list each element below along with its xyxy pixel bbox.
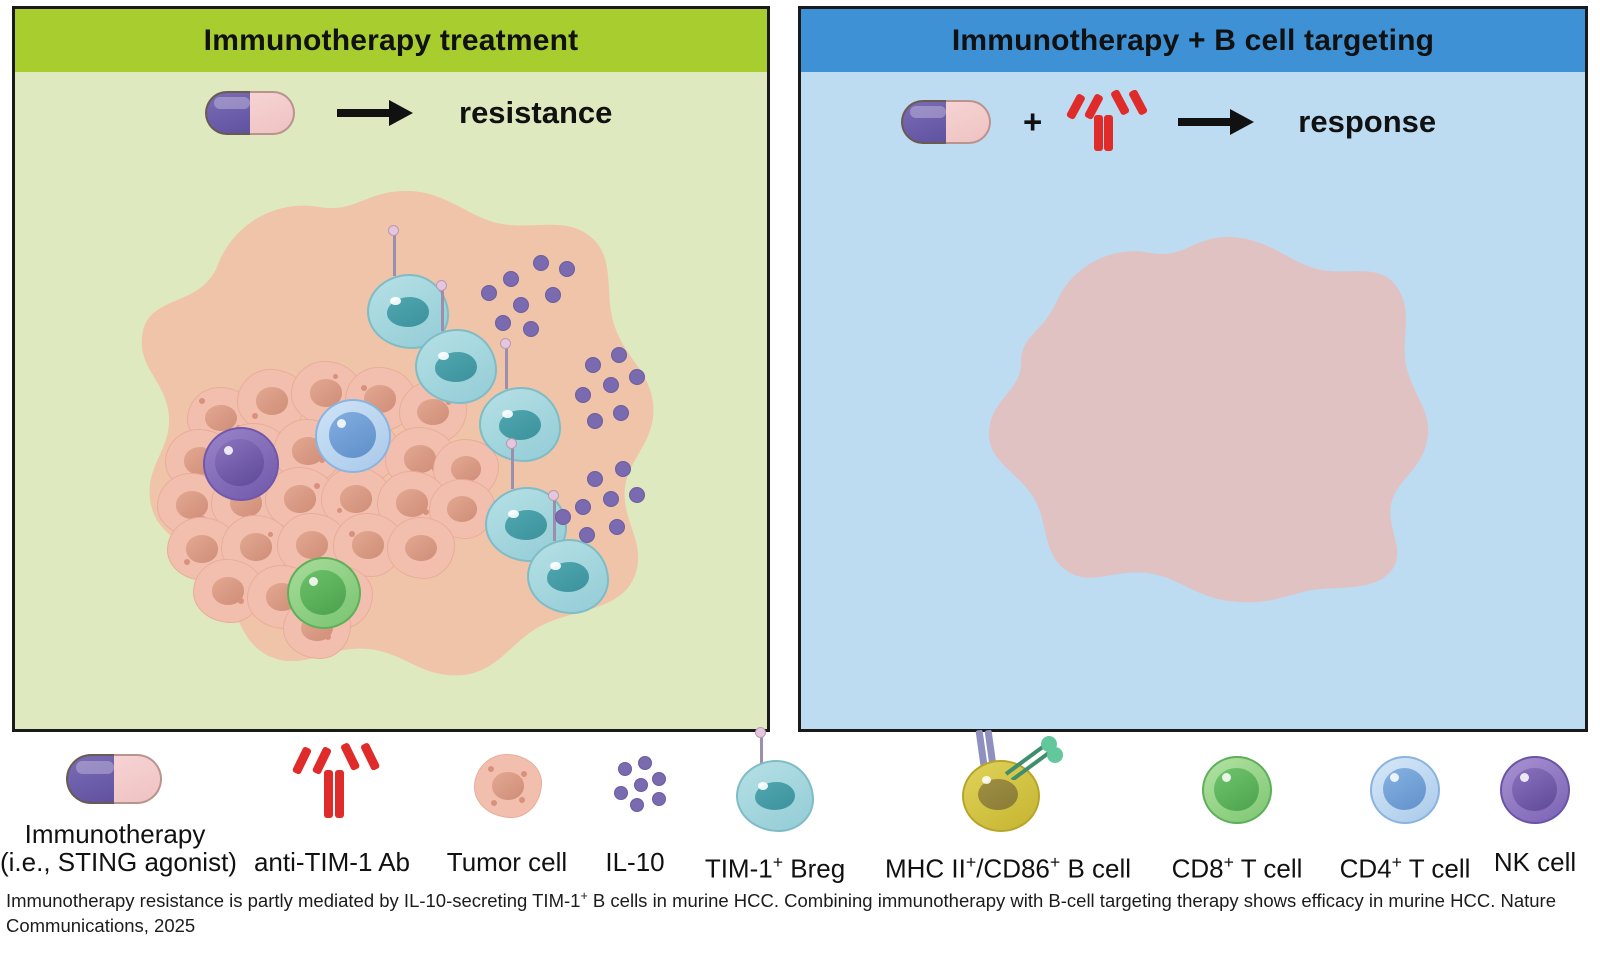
cd4-t-cell-icon bbox=[315, 399, 391, 473]
legend-label-nk-cell: NK cell bbox=[1470, 848, 1600, 876]
legend-item-il10: IL-10 bbox=[578, 740, 692, 876]
tumor-cell-icon bbox=[474, 754, 542, 818]
tumor-microenvironment-right bbox=[988, 237, 1429, 603]
breg-cell-icon bbox=[527, 490, 609, 614]
legend-icon-immunotherapy bbox=[0, 740, 230, 820]
legend-label-tim1-breg: TIM-1+ Breg bbox=[704, 852, 846, 884]
legend-item-nk-cell: NK cell bbox=[1470, 740, 1600, 876]
legend-label-cd8-t-cell: CD8+ T cell bbox=[1171, 852, 1303, 884]
panel-right-header: Immunotherapy + B cell targeting bbox=[801, 9, 1585, 72]
legend-item-tim1-breg: TIM-1+ Breg bbox=[690, 727, 860, 884]
left-equation-row: resistance bbox=[205, 91, 612, 135]
legend-item-anti-tim1-ab: anti-TIM-1 Ab bbox=[232, 740, 432, 876]
right-equation-row: + response bbox=[901, 88, 1437, 153]
legend-icon-il10 bbox=[578, 740, 692, 820]
cd4-t-cell-icon bbox=[1370, 756, 1440, 824]
right-outcome-label: response bbox=[1298, 104, 1437, 139]
capsule-icon bbox=[205, 91, 295, 135]
panel-right-title: Immunotherapy + B cell targeting bbox=[951, 23, 1435, 57]
antibody-icon bbox=[1066, 88, 1149, 153]
legend-icon-cd4-t-cell bbox=[1320, 740, 1490, 824]
legend-icon-breg bbox=[690, 727, 860, 832]
legend-label-tumor-cell: Tumor cell bbox=[432, 848, 582, 876]
legend-item-cd8-t-cell: CD8+ T cell bbox=[1152, 740, 1322, 883]
legend-label-mhc-cd86-b-cell: MHC II+/CD86+ B cell bbox=[884, 852, 1132, 884]
panel-left-title: Immunotherapy treatment bbox=[203, 23, 579, 57]
legend-label-cd4-t-cell: CD4+ T cell bbox=[1339, 852, 1471, 884]
panel-left-header: Immunotherapy treatment bbox=[15, 9, 767, 72]
legend-label-immunotherapy-line2: (i.e., STING agonist) bbox=[0, 847, 237, 877]
legend-icon-tumor-cell bbox=[432, 740, 582, 820]
antibody-icon bbox=[291, 742, 381, 818]
breg-cell-icon bbox=[736, 727, 814, 832]
capsule-icon bbox=[66, 754, 162, 804]
figure-caption: Immunotherapy resistance is partly media… bbox=[6, 889, 1557, 937]
breg-cell-icon bbox=[415, 280, 497, 404]
capsule-icon bbox=[901, 100, 991, 144]
legend-icon-antibody bbox=[232, 740, 432, 820]
legend-icon-activated-b-cell bbox=[858, 729, 1158, 832]
legend-text-nk-cell: NK cell bbox=[1493, 847, 1577, 877]
legend-item-cd4-t-cell: CD4+ T cell bbox=[1320, 740, 1490, 883]
nk-cell-icon bbox=[1500, 756, 1570, 824]
plus-sign: + bbox=[1023, 103, 1043, 140]
legend-icon-cd8-t-cell bbox=[1152, 740, 1322, 824]
activated-b-cell-icon bbox=[962, 729, 1063, 832]
legend-text-anti-tim1-ab: anti-TIM-1 Ab bbox=[253, 847, 411, 877]
panel-immunotherapy-treatment: Immunotherapy treatment resistance bbox=[12, 6, 770, 732]
panel-immunotherapy-plus-b-cell-targeting: Immunotherapy + B cell targeting + respo… bbox=[798, 6, 1588, 732]
nk-cell-icon bbox=[203, 427, 279, 501]
legend-item-immunotherapy: Immunotherapy (i.e., STING agonist) bbox=[0, 740, 237, 877]
cytokine-dots-icon bbox=[618, 762, 632, 776]
legend-label-anti-tim1-ab: anti-TIM-1 Ab bbox=[232, 848, 432, 876]
legend-label-immunotherapy-line1: Immunotherapy bbox=[24, 819, 206, 849]
legend-text-tumor-cell: Tumor cell bbox=[446, 847, 568, 877]
legend: Immunotherapy (i.e., STING agonist) anti… bbox=[0, 727, 1600, 883]
legend-icon-nk-cell bbox=[1470, 740, 1600, 824]
cd8-t-cell-icon bbox=[287, 557, 361, 629]
legend-label-il10: IL-10 bbox=[578, 848, 692, 876]
cd8-t-cell-icon bbox=[1202, 756, 1272, 824]
left-outcome-label: resistance bbox=[459, 95, 613, 130]
legend-item-tumor-cell: Tumor cell bbox=[432, 740, 582, 876]
arrow-right-icon bbox=[1178, 109, 1256, 135]
legend-item-mhc-cd86-b-cell: MHC II+/CD86+ B cell bbox=[858, 729, 1158, 884]
breg-cell-icon bbox=[479, 338, 561, 462]
arrow-right-icon bbox=[337, 100, 415, 126]
legend-text-il10: IL-10 bbox=[605, 847, 665, 877]
